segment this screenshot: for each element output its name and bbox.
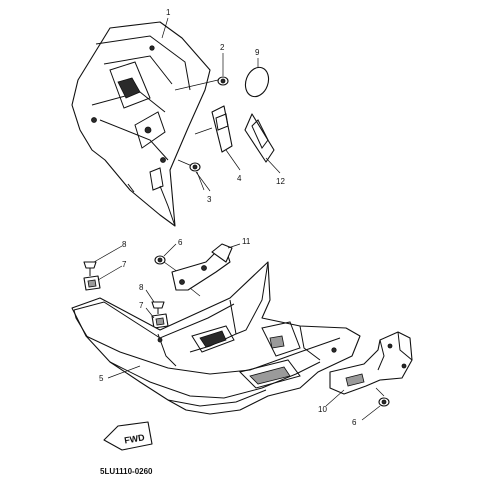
fwd-arrow-icon: FWD [103,421,153,451]
part-7-nut-upper [83,275,101,291]
part-2-screw [174,76,229,91]
part-6-bolt-lower [375,387,390,407]
callout-12: 12 [276,177,285,186]
callout-11: 11 [242,237,251,246]
callout-6-upper: 6 [178,238,183,247]
part-3-screw [177,159,205,191]
callout-labels: 1 2 9 3 4 12 8 7 6 11 8 7 5 10 6 [99,8,357,427]
callout-7-upper: 7 [122,260,127,269]
part-12-plate [244,113,275,163]
part-7-nut-lower [151,313,169,329]
part-4-bracket [194,105,233,153]
leader-lines [93,17,381,421]
part-1-leg-shield [71,21,211,227]
callout-7-lower: 7 [139,301,144,310]
part-10-rear-bracket [329,331,413,395]
callout-8-lower: 8 [139,283,144,292]
part-8-clip-lower [151,301,165,314]
fwd-label: FWD [123,432,145,445]
part-6-bolt-upper [154,255,179,273]
part-9-round-cap [244,66,270,98]
callout-1: 1 [166,8,171,17]
callout-9: 9 [255,48,260,57]
callout-5: 5 [99,374,104,383]
figure-code: 5LU1110-0260 [100,467,153,476]
callout-10: 10 [318,405,327,414]
part-5-under-cover [71,261,361,415]
callout-3: 3 [207,195,212,204]
callout-8-upper: 8 [122,240,127,249]
callout-4: 4 [237,174,242,183]
part-11-bracket [171,243,233,297]
callout-2: 2 [220,43,225,52]
callout-6-lower: 6 [352,418,357,427]
part-8-clip-upper [83,261,97,276]
